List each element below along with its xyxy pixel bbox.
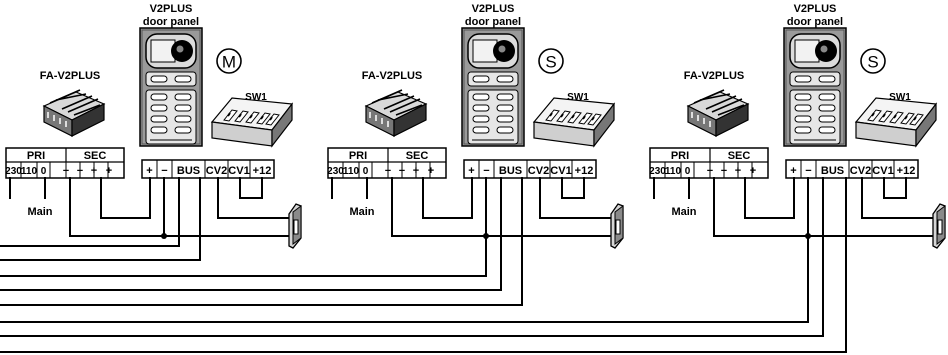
mode-letter: S (545, 53, 556, 72)
panel-terminal-label: +12 (897, 165, 916, 177)
sec-header: SEC (728, 150, 751, 162)
panel-terminal-label: CV1 (550, 165, 571, 177)
pri-terminal-label: 110 (21, 166, 38, 177)
pri-terminal-label: 0 (41, 166, 47, 177)
power-supply-label: FA-V2PLUS (40, 70, 101, 82)
panel-terminal-label: CV2 (528, 165, 549, 177)
panel-terminal-label: +12 (575, 165, 594, 177)
panel-terminal-label: BUS (499, 165, 522, 177)
panel-terminal-label: − (805, 165, 811, 177)
door-panel-label-line1: V2PLUS (472, 3, 515, 15)
door-panel-label-line1: V2PLUS (794, 3, 837, 15)
door-panel-label-line1: V2PLUS (150, 3, 193, 15)
switch-label: SW1 (567, 92, 589, 103)
panel-terminal-label: CV1 (228, 165, 249, 177)
pri-header: PRI (671, 150, 689, 162)
door-panel-label-line2: door panel (143, 16, 199, 28)
sec-terminal-label: + (750, 165, 756, 177)
panel-terminal-label: + (468, 165, 474, 177)
pri-terminal-label: 0 (685, 166, 691, 177)
panel-terminal-label: − (483, 165, 489, 177)
bus-trunk (0, 177, 847, 353)
pri-terminal-label: 110 (343, 166, 360, 177)
sec-terminal-label: − (77, 165, 83, 177)
sec-terminal-label: − (63, 165, 69, 177)
switch-label: SW1 (889, 92, 911, 103)
pri-terminal-label: 110 (665, 166, 682, 177)
main-label: Main (671, 206, 696, 218)
panel-terminal-label: +12 (253, 165, 272, 177)
sec-header: SEC (84, 150, 107, 162)
power-supply-label: FA-V2PLUS (684, 70, 745, 82)
panel-terminal-label: + (790, 165, 796, 177)
pri-header: PRI (349, 150, 367, 162)
panel-terminal-label: CV2 (850, 165, 871, 177)
sec-terminal-label: − (399, 165, 405, 177)
mode-letter: S (867, 53, 878, 72)
mode-letter: M (222, 53, 236, 72)
panel-terminal-label: CV2 (206, 165, 227, 177)
sec-terminal-label: + (91, 165, 97, 177)
pri-terminal-label: 230 (327, 166, 344, 177)
power-supply-label: FA-V2PLUS (362, 70, 423, 82)
panel-terminal-label: CV1 (872, 165, 893, 177)
pri-terminal-label: 230 (649, 166, 666, 177)
panel-terminal-label: BUS (821, 165, 844, 177)
main-label: Main (349, 206, 374, 218)
sec-terminal-label: + (413, 165, 419, 177)
pri-header: PRI (27, 150, 45, 162)
sec-terminal-label: + (106, 165, 112, 177)
sec-terminal-label: + (428, 165, 434, 177)
door-panel-label-line2: door panel (787, 16, 843, 28)
panel-terminal-label: + (146, 165, 152, 177)
sec-terminal-label: − (707, 165, 713, 177)
door-panel-label-line2: door panel (465, 16, 521, 28)
switch-label: SW1 (245, 92, 267, 103)
sec-terminal-label: − (721, 165, 727, 177)
sec-header: SEC (406, 150, 429, 162)
pri-terminal-label: 0 (363, 166, 369, 177)
panel-terminal-label: − (161, 165, 167, 177)
panel-terminal-label: BUS (177, 165, 200, 177)
sec-terminal-label: + (735, 165, 741, 177)
sec-terminal-label: − (385, 165, 391, 177)
main-label: Main (27, 206, 52, 218)
pri-terminal-label: 230 (5, 166, 22, 177)
